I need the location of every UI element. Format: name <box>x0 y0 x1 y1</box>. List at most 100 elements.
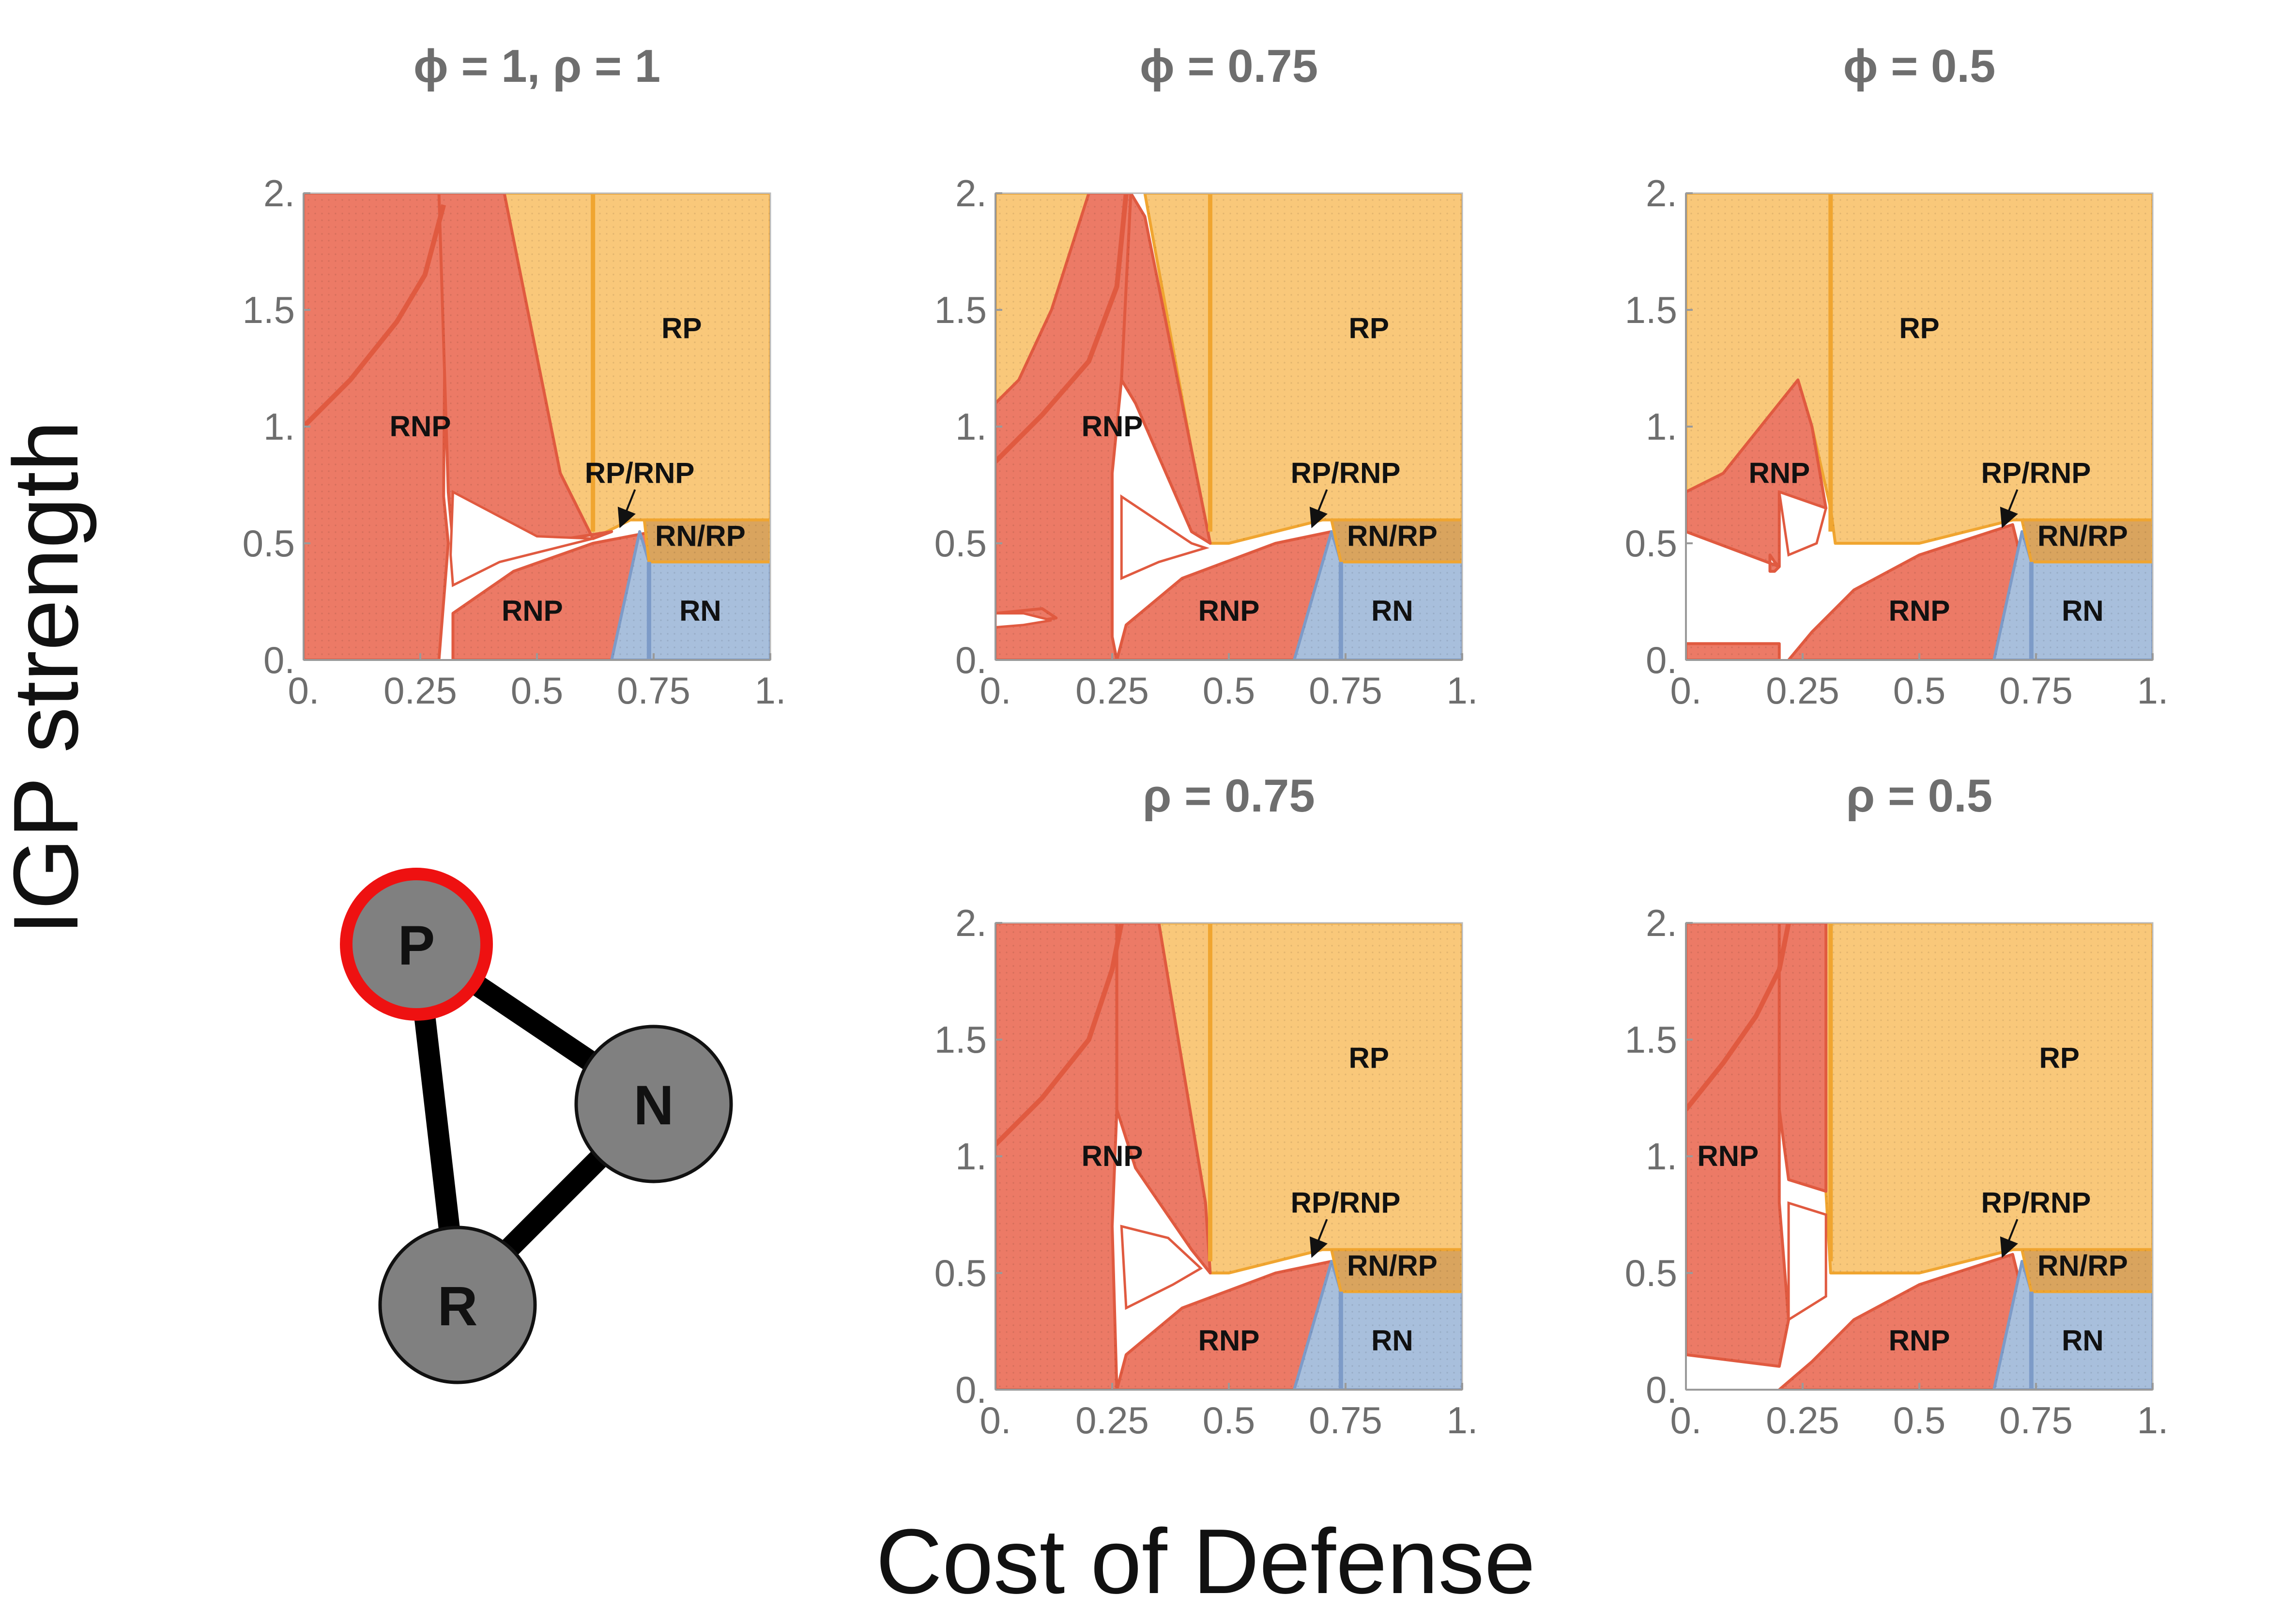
x-tick-label: 0. <box>288 669 319 712</box>
region-label: RN <box>1371 1324 1413 1357</box>
node-n-label: N <box>633 1074 673 1136</box>
y-tick-label: 2. <box>955 172 987 215</box>
region-rnp-texture <box>1117 1261 1332 1390</box>
x-tick-label: 1. <box>1446 1399 1478 1441</box>
plot-regions <box>1686 193 2153 660</box>
region-rn-texture <box>612 531 770 660</box>
y-tick-label: 1. <box>1646 1135 1677 1178</box>
y-tick-label: 0. <box>263 639 295 681</box>
x-tick-label: 0. <box>1670 1399 1701 1441</box>
region-rn-texture <box>1994 1261 2153 1390</box>
node-p <box>340 868 493 1021</box>
region-rnp-texture <box>1117 923 1210 1273</box>
x-tick-label: 0.25 <box>383 669 457 712</box>
x-tick-label: 0. <box>1670 669 1701 712</box>
y-tick-label: 0.5 <box>243 522 295 565</box>
plot-regions <box>995 193 1462 660</box>
region-unstable <box>1120 1225 1203 1310</box>
x-tick-label: 0.5 <box>511 669 563 712</box>
x-tick-label: 0.5 <box>1893 1399 1945 1441</box>
region-label: RN <box>1371 595 1413 627</box>
region-label: RN/RP <box>2037 1250 2128 1282</box>
region-rn-texture <box>1994 531 2153 660</box>
y-tick-label: 2. <box>1646 172 1677 215</box>
region-label: RNP <box>1198 595 1260 627</box>
y-tick-label: 0.5 <box>1625 522 1677 565</box>
region-label: RNP <box>1889 595 1950 627</box>
region-label: RN/RP <box>1347 1250 1438 1282</box>
boundary-curve <box>304 204 446 429</box>
panel-title: ρ = 0.5 <box>1846 770 1992 822</box>
boundary-curve <box>1686 923 1791 1111</box>
region-label: RNP <box>1748 457 1810 489</box>
region-rp-texture <box>504 193 770 539</box>
y-tick-label: 1.5 <box>243 289 295 331</box>
x-tick-label: 1. <box>2137 669 2168 712</box>
region-unstable <box>1777 490 1828 557</box>
region-label: RP/RNP <box>1291 1186 1401 1219</box>
x-tick-label: 0.75 <box>1999 669 2073 712</box>
node-r-label: R <box>437 1275 477 1337</box>
region-rn-rp-texture <box>2022 1249 2153 1292</box>
region-rn-texture <box>1294 1261 1462 1390</box>
region-rnp-texture <box>1686 644 1779 660</box>
x-tick-label: 1. <box>754 669 786 712</box>
x-tick-label: 1. <box>2137 1399 2168 1441</box>
y-axis-title: IGP strength <box>0 420 97 935</box>
x-tick-label: 0.25 <box>1075 669 1149 712</box>
y-tick-label: 0.5 <box>934 522 987 565</box>
region-rn-rp-texture <box>2022 520 2153 562</box>
region-rnp-texture <box>1117 531 1332 660</box>
panel-title: ϕ = 0.75 <box>1140 40 1318 92</box>
y-tick-label: 2. <box>955 902 987 944</box>
x-tick-label: 0.75 <box>1309 669 1382 712</box>
region-label: RNP <box>390 410 451 443</box>
food-web-diagram: P N R <box>340 868 733 1384</box>
region-rnp-texture <box>1789 524 2022 660</box>
region-unstable <box>449 490 594 587</box>
region-label: RP/RNP <box>1981 1186 2091 1219</box>
panel-title: ρ = 0.75 <box>1143 770 1315 822</box>
x-tick-label: 0. <box>980 669 1011 712</box>
region-rnp-texture <box>453 531 654 660</box>
x-tick-label: 0. <box>980 1399 1011 1441</box>
y-tick-label: 1. <box>1646 405 1677 448</box>
plot-regions <box>1686 923 2153 1390</box>
panel-title: ϕ = 1, ρ = 1 <box>413 40 660 92</box>
region-rnp-texture <box>1686 923 1789 1366</box>
y-tick-label: 1. <box>955 1135 987 1178</box>
x-tick-label: 0.5 <box>1203 1399 1255 1441</box>
region-label: RN/RP <box>2037 520 2128 552</box>
y-tick-label: 1.5 <box>1625 1018 1677 1061</box>
region-rp-texture <box>1145 193 1462 543</box>
x-tick-label: 0.25 <box>1766 1399 1839 1441</box>
panel-title: ϕ = 0.5 <box>1843 40 1996 92</box>
x-tick-label: 0.75 <box>617 669 690 712</box>
y-tick-label: 1.5 <box>934 1018 987 1061</box>
region-rn-rp-texture <box>1332 520 1462 562</box>
region-rnp-texture <box>1686 380 1826 571</box>
node-p-label: P <box>398 915 435 977</box>
y-tick-label: 1. <box>955 405 987 448</box>
plot-regions <box>304 193 770 660</box>
y-tick-label: 1. <box>263 405 295 448</box>
region-label: RP/RNP <box>1291 457 1401 489</box>
region-rnp-texture <box>304 193 448 660</box>
x-tick-label: 0.5 <box>1893 669 1945 712</box>
y-tick-label: 0. <box>1646 1368 1677 1411</box>
region-rnp-texture <box>1779 923 1826 1192</box>
region-label: RP/RNP <box>1981 457 2091 489</box>
region-rp-texture <box>1826 923 2153 1273</box>
region-arrow <box>1309 489 1328 528</box>
region-rn-rp-texture <box>644 520 770 562</box>
region-rp-texture <box>1159 923 1462 1273</box>
region-unstable <box>1787 1201 1827 1322</box>
x-tick-label: 1. <box>1446 669 1478 712</box>
x-tick-label: 0.75 <box>1309 1399 1382 1441</box>
